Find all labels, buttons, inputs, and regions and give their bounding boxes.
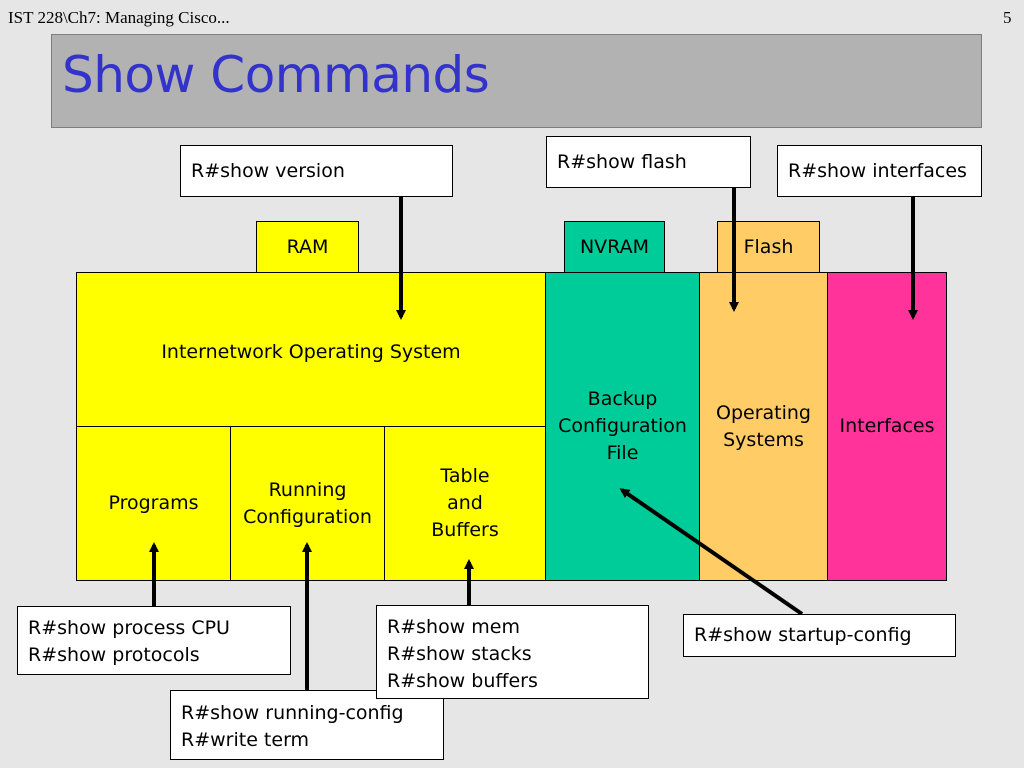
show-flash-box: R#show flash [546,136,751,188]
process-protocols-text: R#show process CPU R#show protocols [28,617,230,666]
operating-systems-label: Operating Systems [716,401,811,451]
backup-config-label: Backup Configuration File [558,388,687,464]
running-write-text: R#show running-config R#write term [181,702,404,751]
running-config-label: Running Configuration [243,478,372,528]
operating-systems-block: Operating Systems [699,272,828,581]
programs-label: Programs [108,492,199,514]
programs-block: Programs [76,426,231,581]
slide-title: Show Commands [62,46,490,104]
backup-config-block: Backup Configuration File [545,272,700,581]
interfaces-block: Interfaces [827,272,947,581]
table-buffers-label: Table and Buffers [431,465,499,541]
page-number: 5 [1003,8,1012,27]
startup-config-box: R#show startup-config [683,614,956,657]
ios-block: Internetwork Operating System [76,272,546,427]
arrow-startup-config [619,488,804,616]
show-version-box: R#show version [180,145,453,197]
title-bar [51,34,982,128]
show-interfaces-box: R#show interfaces [777,145,982,197]
interfaces-label: Interfaces [839,415,935,437]
startup-config-text: R#show startup-config [694,624,912,646]
running-write-box: R#show running-config R#write term [170,690,444,760]
show-flash-text: R#show flash [557,151,687,173]
slide-footer-title: IST 228\Ch7: Managing Cisco... [8,8,230,27]
process-protocols-box: R#show process CPU R#show protocols [17,606,291,675]
mem-stacks-buffers-box: R#show mem R#show stacks R#show buffers [376,605,649,699]
ram-label: RAM [256,221,359,273]
nvram-label: NVRAM [564,221,665,273]
ios-label: Internetwork Operating System [161,341,461,363]
show-interfaces-text: R#show interfaces [788,160,967,182]
mem-stacks-buffers-text: R#show mem R#show stacks R#show buffers [387,616,538,692]
show-version-text: R#show version [191,160,345,182]
